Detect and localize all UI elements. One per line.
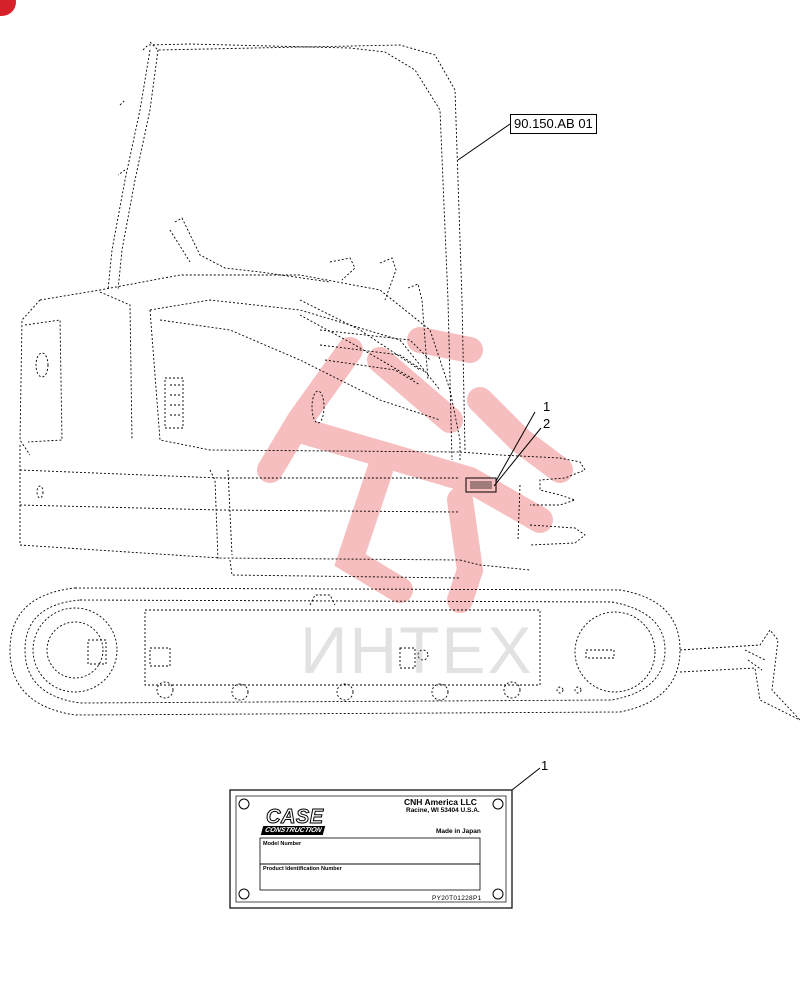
rops-canopy — [107, 41, 466, 461]
reference-leader — [457, 123, 511, 161]
dozer-blade — [679, 629, 801, 721]
operator-seat — [169, 217, 429, 381]
plate-field-pin: Product Identification Number — [263, 866, 342, 872]
case-logo: CASE — [266, 806, 324, 828]
plate-code: PY20T01228P1 — [432, 895, 482, 902]
reference-label: 90.150.AB 01 — [510, 114, 597, 134]
plate-address: Racine, WI 53404 U.S.A. — [406, 807, 480, 814]
construction-logo: CONSTRUCTION — [260, 826, 326, 835]
plate-made-in: Made in Japan — [436, 828, 481, 835]
track-assembly — [9, 587, 681, 716]
upper-structure — [19, 274, 586, 579]
data-plate-outline — [229, 767, 541, 909]
callout-1-plate: 1 — [541, 758, 549, 773]
watermark-logo — [257, 327, 573, 613]
plate-field-model: Model Number — [263, 841, 302, 847]
plate-company: CNH America LLC — [404, 797, 477, 807]
label-location — [465, 411, 542, 493]
watermark-text: ИНТЕХ — [300, 613, 534, 687]
callout-2-upper: 2 — [543, 416, 551, 431]
callout-1-upper: 1 — [543, 399, 551, 414]
